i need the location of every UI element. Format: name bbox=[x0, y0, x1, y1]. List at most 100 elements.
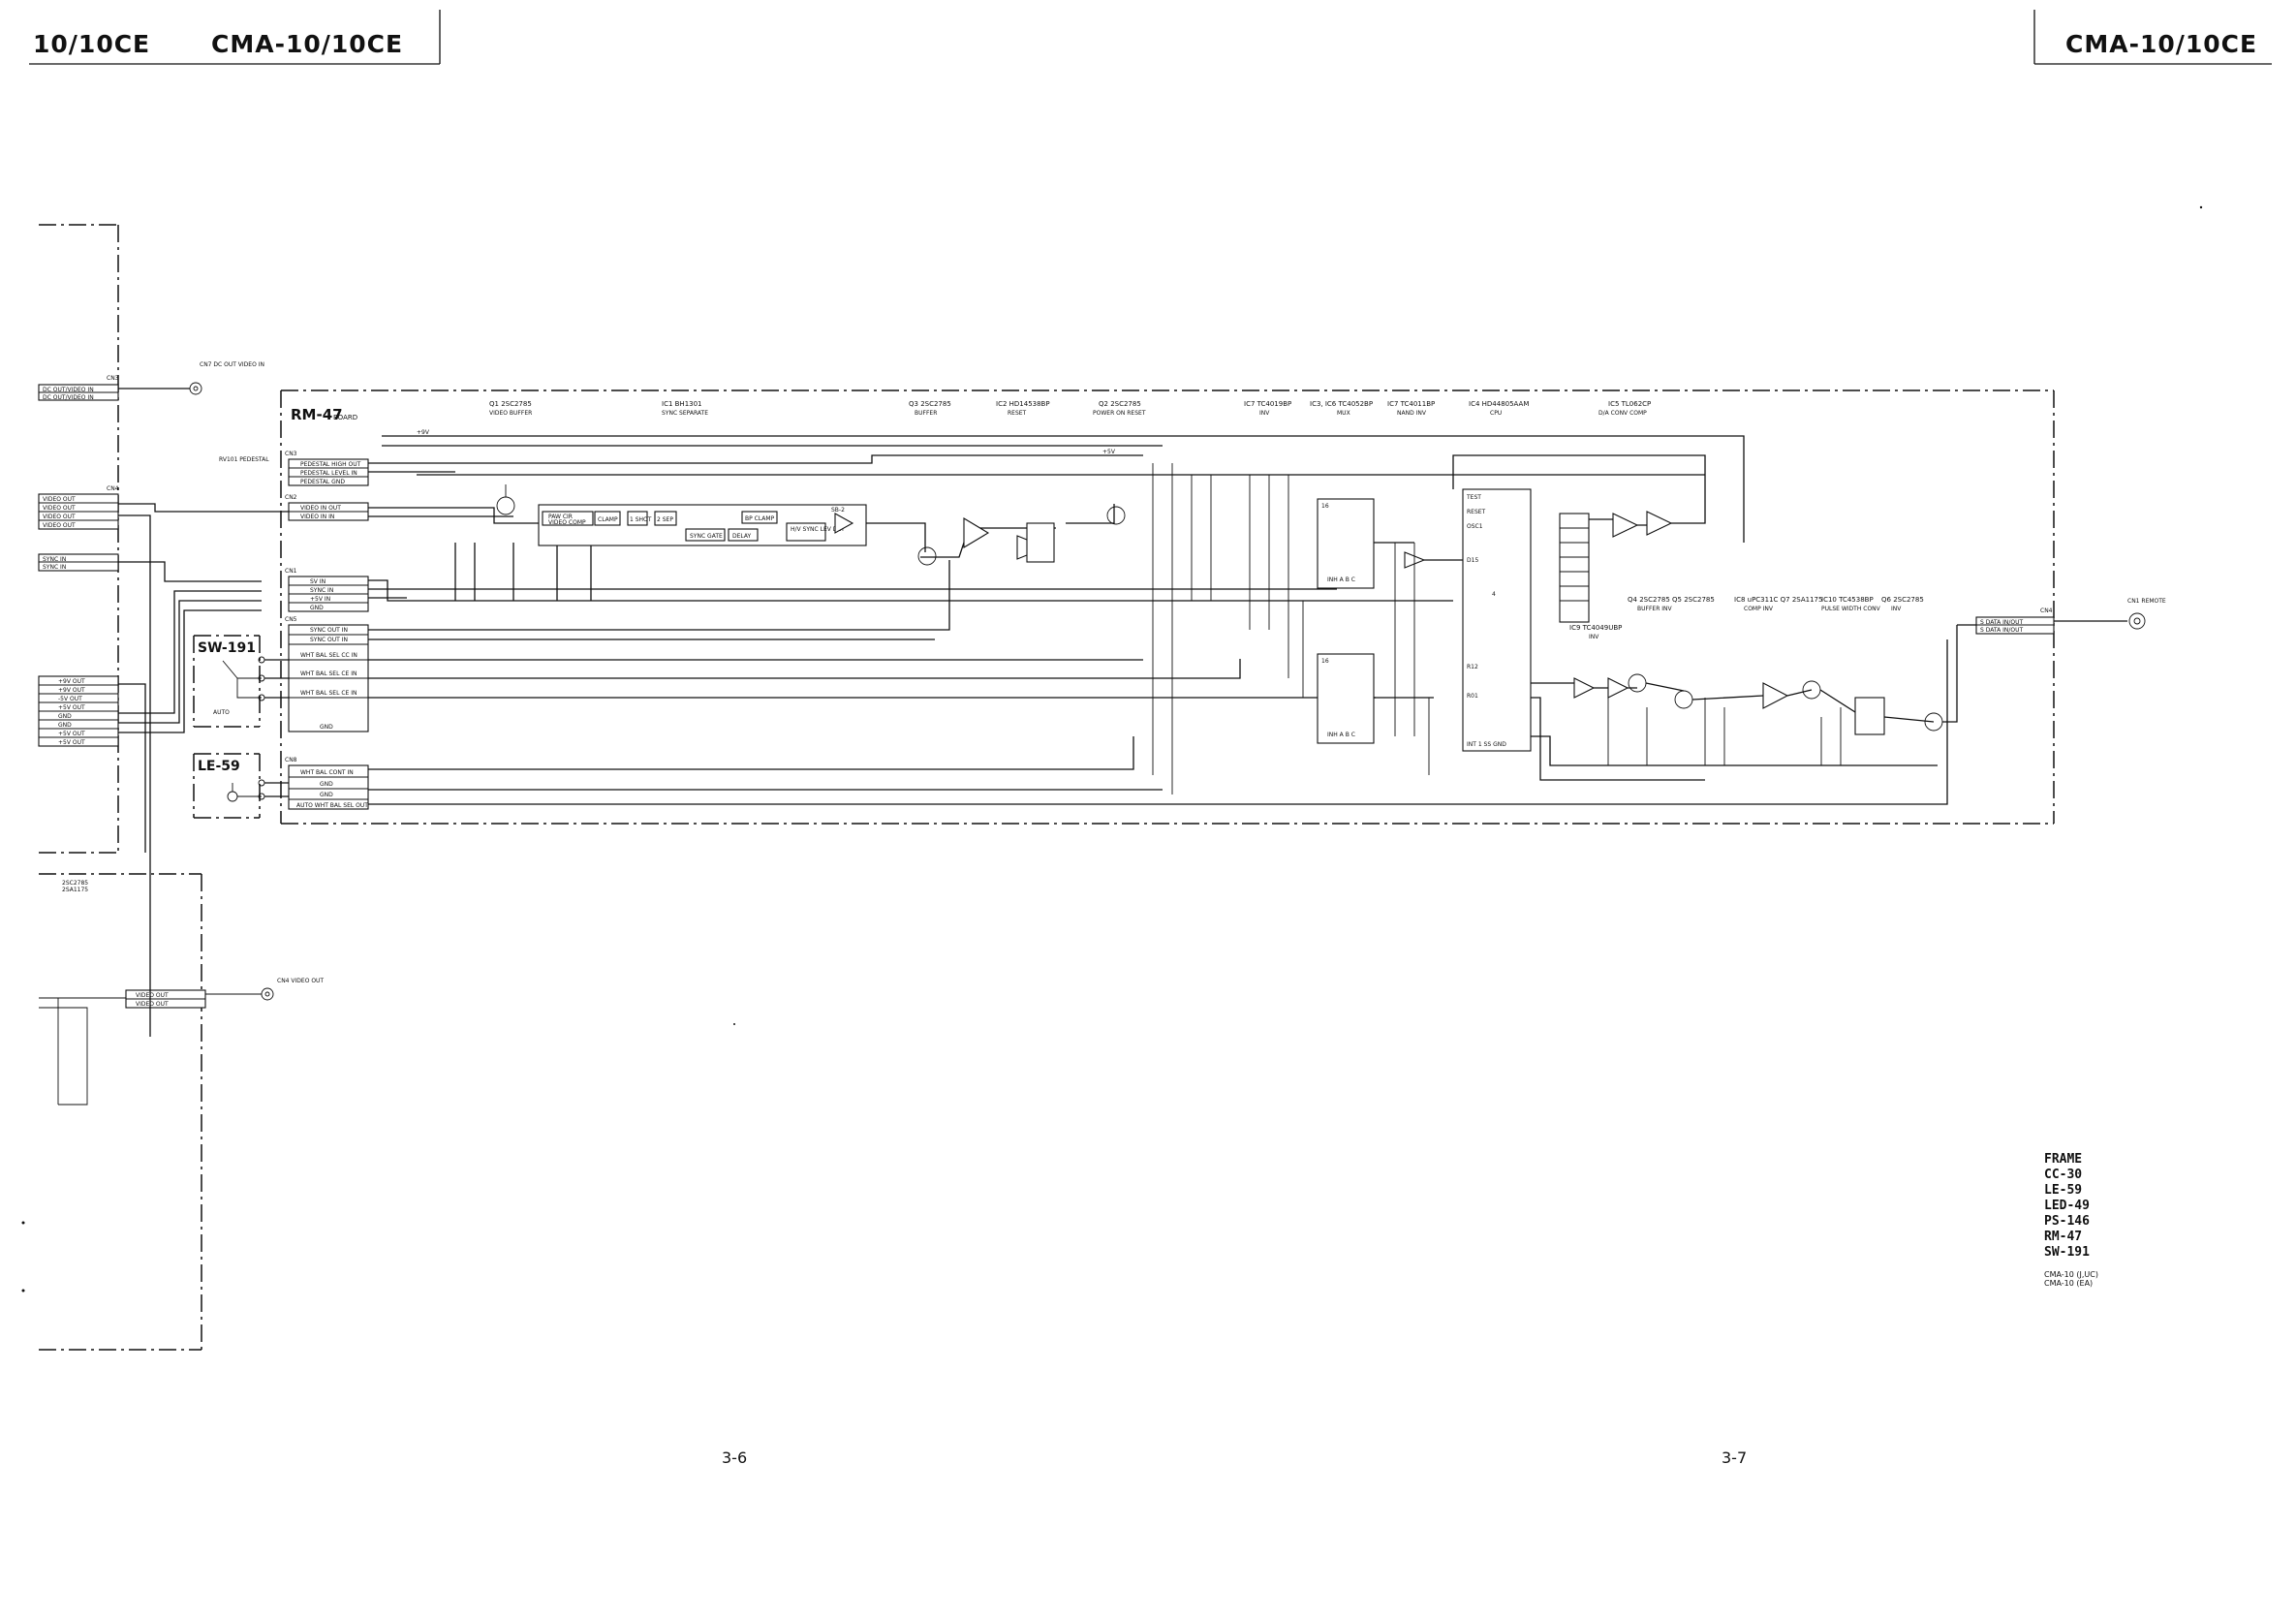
svg-text:VIDEO IN IN: VIDEO IN IN bbox=[300, 514, 334, 520]
left-connector-bottom: VIDEO OUT VIDEO OUT 2SC2785 2SA1175 CN4 … bbox=[39, 880, 324, 1106]
legend-box: FRAME CC-30 LE-59 LED-49 PS-146 RM-47 SW… bbox=[2044, 1152, 2098, 1288]
svg-text:NAND INV: NAND INV bbox=[1397, 410, 1427, 417]
svg-text:COMP INV: COMP INV bbox=[1744, 606, 1774, 612]
svg-text:SV IN: SV IN bbox=[310, 578, 326, 585]
svg-text:PEDESTAL HIGH OUT: PEDESTAL HIGH OUT bbox=[300, 461, 361, 468]
svg-text:WHT BAL CONT IN: WHT BAL CONT IN bbox=[300, 769, 354, 776]
svg-text:IC7 TC4011BP: IC7 TC4011BP bbox=[1387, 400, 1435, 408]
svg-text:+9V: +9V bbox=[417, 429, 430, 436]
svg-text:+9V OUT: +9V OUT bbox=[58, 687, 85, 694]
svg-text:VIDEO OUT: VIDEO OUT bbox=[43, 496, 76, 503]
legend-board-6: SW-191 bbox=[2044, 1245, 2090, 1260]
svg-text:SYNC OUT IN: SYNC OUT IN bbox=[310, 637, 348, 643]
svg-text:SYNC IN: SYNC IN bbox=[43, 556, 66, 563]
svg-text:DC OUT/VIDEO IN: DC OUT/VIDEO IN bbox=[43, 387, 94, 393]
left-connector-power: +9V OUT +9V OUT -5V OUT +5V OUT GND GND … bbox=[38, 675, 119, 747]
svg-text:RESET: RESET bbox=[1467, 509, 1486, 515]
svg-text:BP CLAMP: BP CLAMP bbox=[745, 515, 775, 522]
svg-text:GND: GND bbox=[320, 724, 333, 731]
svg-text:CN3: CN3 bbox=[285, 451, 297, 457]
svg-text:IC2 HD14538BP: IC2 HD14538BP bbox=[996, 400, 1050, 408]
svg-text:BUFFER: BUFFER bbox=[915, 410, 937, 417]
svg-text:PULSE WIDTH CONV: PULSE WIDTH CONV bbox=[1821, 606, 1881, 612]
svg-text:R01: R01 bbox=[1467, 693, 1478, 700]
svg-text:CPU: CPU bbox=[1490, 410, 1502, 417]
svg-text:H/V SYNC LEV DET: H/V SYNC LEV DET bbox=[791, 526, 845, 533]
svg-text:Q4 2SC2785 Q5 2SC2785: Q4 2SC2785 Q5 2SC2785 bbox=[1628, 596, 1715, 604]
svg-text:WHT BAL SEL CE IN: WHT BAL SEL CE IN bbox=[300, 670, 357, 677]
legend-board-0: FRAME bbox=[2044, 1152, 2082, 1167]
svg-text:CN1 REMOTE: CN1 REMOTE bbox=[2127, 598, 2166, 605]
scan-dot bbox=[2199, 205, 2203, 209]
svg-text:SB-2: SB-2 bbox=[831, 507, 845, 514]
scan-dot bbox=[733, 1023, 735, 1025]
svg-text:CN3: CN3 bbox=[107, 375, 119, 382]
page-number-right: 3-7 bbox=[1722, 1449, 1747, 1467]
svg-text:OSC1: OSC1 bbox=[1467, 523, 1483, 530]
svg-text:Q3 2SC2785: Q3 2SC2785 bbox=[909, 400, 951, 408]
svg-text:+5V OUT: +5V OUT bbox=[58, 731, 85, 737]
svg-text:IC8 uPC311C Q7 2SA1175: IC8 uPC311C Q7 2SA1175 bbox=[1734, 596, 1822, 604]
svg-text:GND: GND bbox=[58, 722, 72, 729]
svg-text:VIDEO BUFFER: VIDEO BUFFER bbox=[489, 410, 532, 417]
svg-text:VIDEO OUT: VIDEO OUT bbox=[136, 992, 169, 999]
svg-text:WHT BAL SEL CE IN: WHT BAL SEL CE IN bbox=[300, 690, 357, 697]
svg-text:1 SHOT: 1 SHOT bbox=[630, 516, 652, 523]
svg-text:2 SEP: 2 SEP bbox=[657, 516, 673, 523]
legend-board-2: LE-59 bbox=[2044, 1183, 2082, 1198]
svg-text:VIDEO COMP: VIDEO COMP bbox=[548, 519, 586, 526]
left-connector-video: VIDEO OUT VIDEO OUT VIDEO OUT VIDEO OUT … bbox=[38, 485, 119, 530]
svg-text:CN4 VIDEO OUT: CN4 VIDEO OUT bbox=[277, 978, 324, 984]
svg-text:S DATA IN/OUT: S DATA IN/OUT bbox=[1980, 619, 2023, 626]
svg-text:IC3, IC6 TC4052BP: IC3, IC6 TC4052BP bbox=[1310, 400, 1373, 408]
sw191-label: SW-191 bbox=[198, 640, 256, 656]
header-left-partial: 10/10CE bbox=[33, 30, 150, 58]
svg-text:SYNC IN: SYNC IN bbox=[43, 564, 66, 571]
svg-text:IC10 TC4538BP: IC10 TC4538BP bbox=[1821, 596, 1874, 604]
svg-text:Q6 2SC2785: Q6 2SC2785 bbox=[1881, 596, 1924, 604]
svg-text:GND: GND bbox=[58, 713, 72, 720]
board-bus-lines bbox=[368, 435, 1948, 805]
page-header-right: CMA-10/10CE bbox=[2033, 10, 2272, 65]
svg-text:CN1: CN1 bbox=[285, 568, 297, 575]
svg-text:WHT BAL SEL CC IN: WHT BAL SEL CC IN bbox=[300, 652, 357, 659]
svg-text:-5V OUT: -5V OUT bbox=[58, 696, 82, 702]
svg-text:CLAMP: CLAMP bbox=[598, 516, 618, 523]
svg-text:INV: INV bbox=[1589, 634, 1599, 640]
legend-note-1: CMA-10 (EA) bbox=[2044, 1279, 2093, 1288]
svg-text:CN8: CN8 bbox=[285, 757, 297, 763]
svg-text:D15: D15 bbox=[1467, 557, 1478, 564]
svg-text:IC1 BH1301: IC1 BH1301 bbox=[662, 400, 702, 408]
svg-text:GND: GND bbox=[320, 792, 333, 798]
svg-text:VIDEO OUT: VIDEO OUT bbox=[43, 505, 76, 512]
svg-text:RV101 PEDESTAL: RV101 PEDESTAL bbox=[219, 456, 269, 463]
cpu-ic4: TEST RESET OSC1 D15 R12 R01 INT 1 SS GND… bbox=[1404, 488, 1532, 752]
svg-text:INH A B C: INH A B C bbox=[1327, 732, 1355, 738]
right-connector: S DATA IN/OUT S DATA IN/OUT CN4 CN1 REMO… bbox=[1957, 598, 2166, 635]
comparator-chain: IC9 TC4049UBP INV Q4 2SC2785 Q5 2SC2785 … bbox=[1531, 596, 1958, 781]
svg-text:IC5 TL062CP: IC5 TL062CP bbox=[1608, 400, 1651, 408]
page-header-left: 10/10CE CMA-10/10CE bbox=[29, 10, 441, 65]
svg-text:CN2: CN2 bbox=[285, 494, 297, 501]
rail-labels: +9V +5V bbox=[417, 429, 1116, 455]
svg-text:SYNC GATE: SYNC GATE bbox=[690, 533, 723, 540]
svg-text:+5V IN: +5V IN bbox=[310, 596, 330, 603]
svg-text:CN4: CN4 bbox=[2040, 608, 2053, 614]
svg-text:INH A B C: INH A B C bbox=[1327, 576, 1355, 583]
svg-text:DELAY: DELAY bbox=[732, 533, 752, 540]
ic1-block: PAW CIR VIDEO COMP CLAMP 1 SHOT 2 SEP SY… bbox=[538, 504, 867, 546]
svg-text:2SC2785: 2SC2785 bbox=[62, 880, 88, 887]
svg-text:SYNC SEPARATE: SYNC SEPARATE bbox=[662, 410, 708, 417]
svg-text:PAW CIR: PAW CIR bbox=[548, 514, 573, 520]
svg-text:R12: R12 bbox=[1467, 664, 1478, 670]
svg-text:VIDEO OUT: VIDEO OUT bbox=[43, 522, 76, 529]
board-verticals bbox=[1152, 463, 1842, 794]
legend-board-3: LED-49 bbox=[2044, 1199, 2090, 1213]
svg-text:VIDEO OUT: VIDEO OUT bbox=[136, 1001, 169, 1008]
cn1-connector: SV IN SYNC IN +5V IN GND CN1 bbox=[285, 568, 369, 612]
svg-text:BUFFER INV: BUFFER INV bbox=[1637, 606, 1673, 612]
svg-text:POWER ON RESET: POWER ON RESET bbox=[1093, 410, 1146, 417]
scan-dot bbox=[21, 1289, 25, 1293]
legend-board-1: CC-30 bbox=[2044, 1168, 2082, 1182]
